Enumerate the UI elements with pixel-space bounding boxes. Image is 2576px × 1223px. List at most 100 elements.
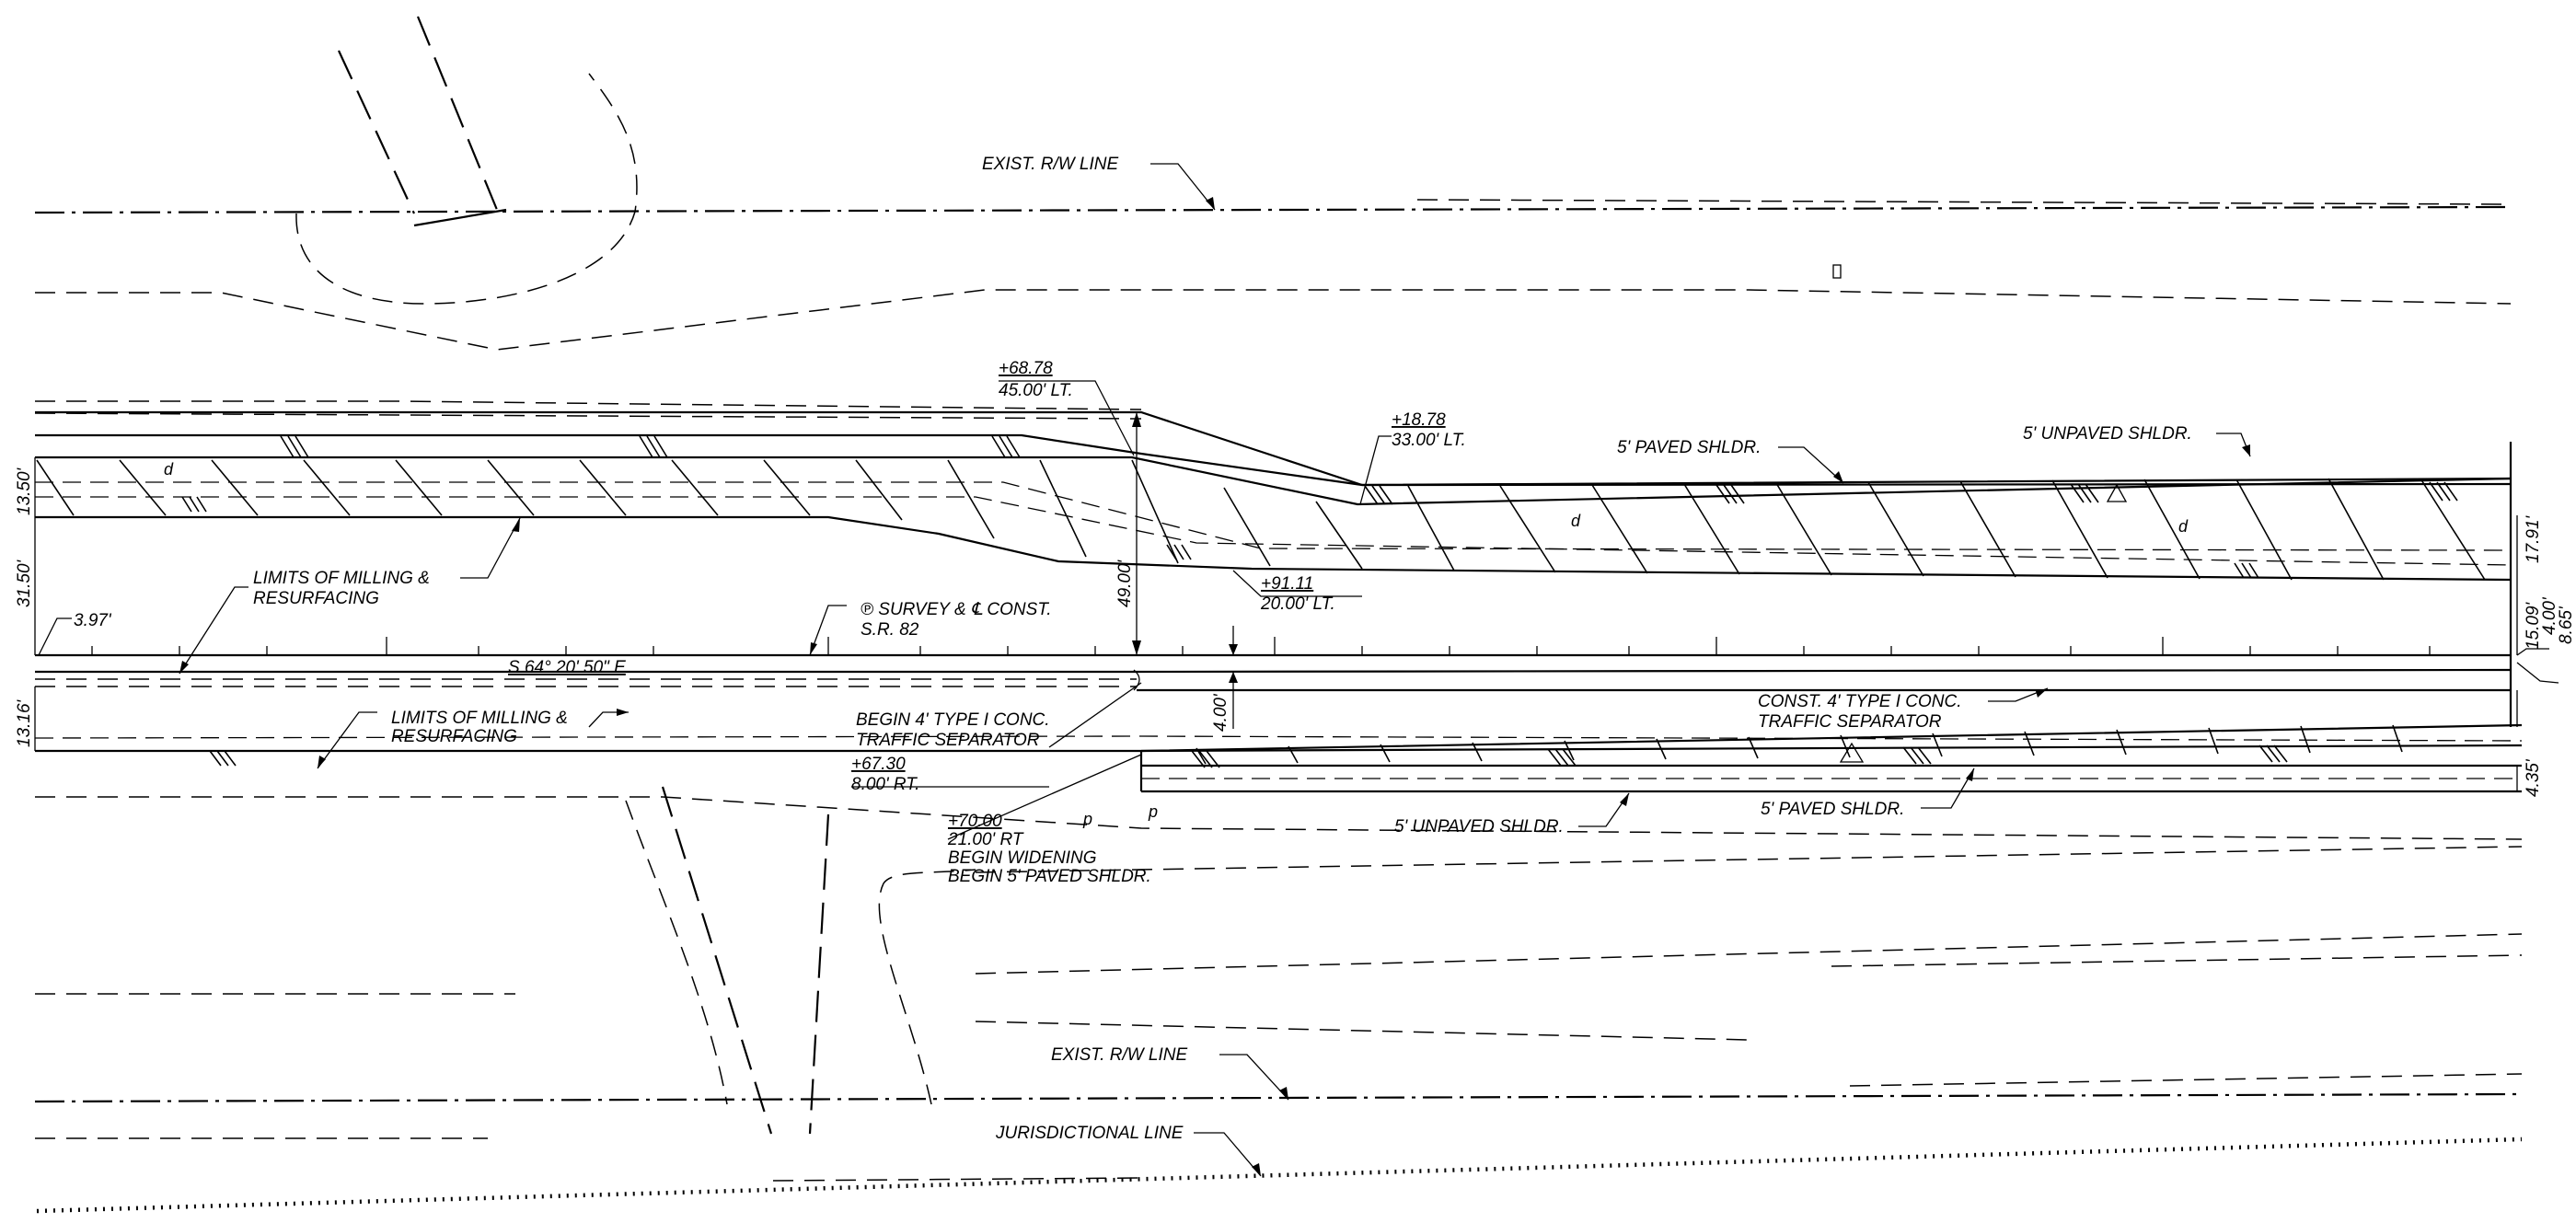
- label-begin-sep-2: TRAFFIC SEPARATOR: [856, 731, 1040, 750]
- existing-edge-bottom-4: [975, 933, 2523, 975]
- dim-1509: 15.09': [2524, 601, 2543, 650]
- dim-435: 4.35': [2524, 758, 2543, 797]
- label-off-45lt: 45.00' LT.: [999, 381, 1073, 400]
- side-road-left: [661, 786, 773, 1135]
- north-outer-edge-1: [35, 410, 2512, 487]
- driveway-curve-top: [295, 73, 638, 305]
- roadway: [34, 410, 2523, 793]
- label-limits-top-1: LIMITS OF MILLING &: [253, 569, 430, 588]
- jurisdictional-line: [36, 1136, 2523, 1214]
- label-jurisdictional: JURISDICTIONAL LINE: [995, 1124, 1184, 1143]
- north-paved-shoulder-edge: [1361, 482, 2512, 487]
- annotation-text: EXIST. R/W LINE EXIST. R/W LINE JURISDIC…: [164, 155, 2192, 1143]
- label-begin-paved: BEGIN 5' PAVED SHLDR.: [948, 867, 1151, 886]
- driveway-line-top-1: [338, 50, 415, 214]
- dim-400: 4.00': [1211, 693, 1230, 732]
- leader-397: [38, 617, 72, 656]
- existing-edge-top-1: [35, 289, 2512, 351]
- pavement-markings-north: [181, 435, 2458, 579]
- leader-rw-bottom: [1219, 1054, 1289, 1101]
- label-sta-7000: +70.00: [948, 812, 1002, 831]
- leader-unpaved-bottom: [1578, 792, 1630, 827]
- driveway-chord: [413, 208, 507, 227]
- label-begin-sep-1: BEGIN 4' TYPE I CONC.: [856, 710, 1050, 730]
- label-sta-9111: +91.11: [1261, 574, 1313, 594]
- label-off-21rt: 21.00' RT: [947, 830, 1024, 849]
- existing-edge-bottom-7: [772, 1177, 1142, 1182]
- label-const-sep-1: CONST. 4' TYPE I CONC.: [1758, 692, 1961, 711]
- pavement-markings-south: [209, 744, 2288, 768]
- survey-marker: [1832, 264, 1842, 279]
- station-ticks: [91, 637, 2431, 655]
- label-sta-1878: +18.78: [1392, 410, 1446, 430]
- label-bearing: S 64° 20' 50" E: [508, 658, 626, 677]
- mark-d-2: d: [1571, 512, 1581, 530]
- dim-1316: 13.16': [15, 698, 34, 747]
- label-const-sep-2: TRAFFIC SEPARATOR: [1758, 712, 1942, 732]
- north-lane-line-1: [35, 481, 2512, 551]
- right-of-way-lines: [34, 199, 2523, 1214]
- label-paved-shldr-top: 5' PAVED SHLDR.: [1617, 438, 1761, 457]
- leader-paved-top: [1778, 446, 1844, 484]
- triangle-marker-south: [1839, 742, 1865, 763]
- label-limits-top-2: RESURFACING: [253, 589, 379, 608]
- label-begin-widening: BEGIN WIDENING: [948, 848, 1097, 868]
- separator-line-1: [35, 668, 2512, 674]
- existing-edge-bottom-1: [35, 796, 2523, 840]
- separator-begin-nose: [1133, 669, 1140, 691]
- south-widening-line: [1140, 744, 2523, 753]
- leader-sta-7000: [947, 754, 1142, 840]
- leader-unpaved-top: [2216, 433, 2251, 457]
- north-milling-limit: [35, 515, 2512, 582]
- mark-p-2: p: [1148, 802, 1158, 821]
- leader-jurisdictional: [1194, 1132, 1262, 1177]
- dim-4900: 49.00': [1115, 559, 1135, 607]
- dim-3150: 31.50': [15, 559, 34, 607]
- leader-limits-bottom: [588, 711, 629, 728]
- label-limits-bottom-2: RESURFACING: [391, 727, 517, 746]
- existing-edge-right: [1831, 954, 2523, 967]
- label-survey-1: ℗ SURVEY & ℄ CONST.: [861, 600, 1051, 619]
- leader-sta-1878: [1359, 435, 1392, 505]
- existing-edge-bottom-2: [975, 846, 2523, 873]
- leader-begin-sep: [1048, 682, 1142, 748]
- mark-d-3: d: [2178, 517, 2189, 536]
- north-hatching: [36, 459, 2486, 581]
- north-outer-edge-2: [35, 433, 1363, 487]
- leader-sta-6878: [999, 380, 1135, 456]
- dimension-lines: [34, 412, 2559, 791]
- leader-survey: [809, 605, 847, 656]
- label-off-20lt: 20.00' LT.: [1260, 594, 1335, 614]
- label-off-33lt: 33.00' LT.: [1392, 431, 1466, 450]
- dimension-text: 13.50' 31.50' 3.97' 13.16' 49.00' 4.00' …: [15, 467, 2576, 797]
- south-lane-line: [34, 735, 2523, 742]
- leader-paved-bottom: [1921, 767, 1975, 809]
- leader-limits-top: [460, 517, 521, 579]
- north-paved-edge: [35, 456, 2512, 506]
- rw-parallel-dash-bottom: [1849, 1073, 2523, 1087]
- side-road-right: [808, 813, 830, 1135]
- label-sta-6878: +68.78: [999, 359, 1053, 378]
- dim-1791: 17.91': [2524, 514, 2543, 563]
- label-off-8rt: 8.00' RT.: [851, 775, 919, 794]
- label-sta-6730: +67.30: [851, 755, 906, 774]
- leader-limits-top-2: [179, 586, 248, 675]
- north-lane-line-2: [35, 496, 2512, 566]
- label-exist-rw-top: EXIST. R/W LINE: [982, 155, 1118, 174]
- dim-865: 8.65': [2557, 606, 2576, 644]
- leader-rw-top: [1150, 163, 1216, 211]
- leader-lines: [38, 163, 2251, 1177]
- triangle-marker-north: [2106, 483, 2128, 502]
- mark-d-1: d: [164, 460, 174, 479]
- label-unpaved-shldr-top: 5' UNPAVED SHLDR.: [2023, 424, 2192, 444]
- dim-400r: 4.00': [2540, 596, 2559, 635]
- exist-rw-line-bottom: [34, 1092, 2523, 1103]
- exist-rw-line-top: [34, 205, 2512, 214]
- side-road-return-right: [878, 869, 976, 1105]
- label-exist-rw-bottom: EXIST. R/W LINE: [1051, 1045, 1187, 1065]
- label-paved-shldr-bottom: 5' PAVED SHLDR.: [1761, 800, 1904, 819]
- existing-feature-lines: [34, 16, 2523, 1182]
- existing-edge-top-2: [35, 400, 1142, 410]
- label-limits-bottom-1: LIMITS OF MILLING &: [391, 709, 568, 728]
